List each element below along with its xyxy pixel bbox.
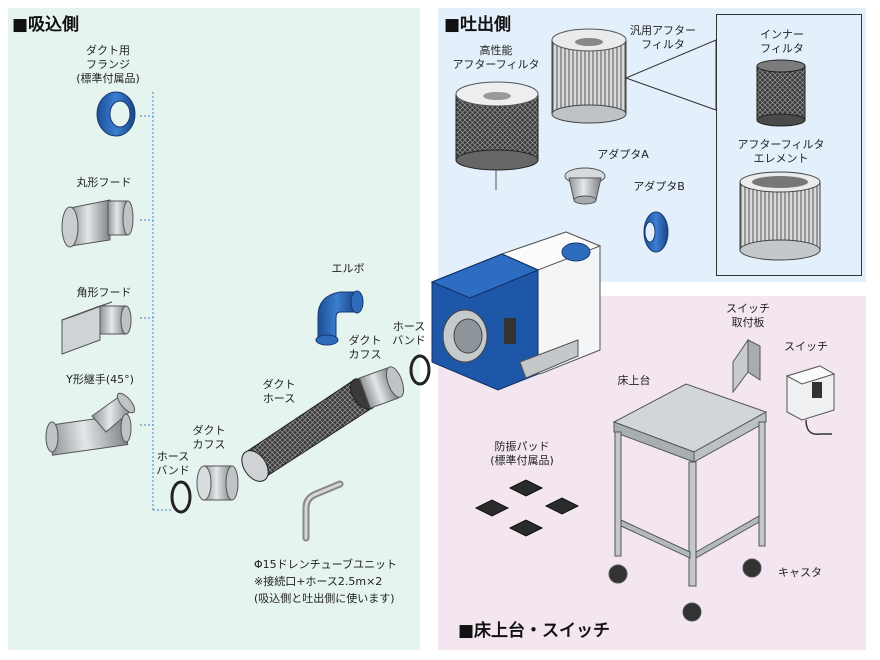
vibration-pads-part — [474, 479, 580, 537]
switch-box-part — [785, 365, 836, 435]
callout-wedge — [624, 39, 717, 111]
elbow-label: エルボ — [331, 262, 365, 275]
duct-cuffs-left-label: ダクト カフス — [192, 424, 226, 451]
high-performance-filter-part — [455, 81, 539, 190]
inner-filter-label: インナー フィルタ — [760, 28, 804, 55]
duct-cuffs-right-label: ダクト カフス — [348, 334, 382, 361]
square-hood-label: 角形フード — [76, 286, 132, 299]
switch-label: スイッチ — [784, 340, 828, 353]
drain-tube-label: Φ15ドレンチューブユニット ※接続口+ホース2.5m×2 (吸込側と吐出側に使… — [254, 558, 397, 605]
switch-plate-part — [732, 338, 761, 394]
exhaust-section-title: ■吐出側 — [444, 15, 512, 35]
hose-band-right-part — [409, 354, 431, 386]
hose-band-left-part — [170, 480, 192, 514]
duct-cuffs-right-part — [358, 366, 405, 409]
general-filter-label: 汎用アフター フィルタ — [630, 24, 696, 51]
y-joint-part — [45, 392, 136, 456]
hose-band-left-label: ホース バンド — [156, 450, 190, 477]
round-hood-label: 丸形フード — [76, 176, 132, 189]
floor-stand-label: 床上台 — [617, 374, 651, 387]
y-joint-label: Y形継手(45°) — [66, 373, 134, 386]
drain-tube-part — [302, 480, 344, 542]
inner-filter-part — [756, 59, 806, 127]
round-hood-part — [61, 199, 134, 248]
adapter-b-label: アダプタB — [633, 180, 685, 193]
stand-section-title: ■床上台・スイッチ — [458, 621, 611, 641]
vibration-pad-label: 防振パッド (標準付属品) — [490, 440, 554, 467]
filter-element-part — [739, 171, 821, 261]
adapter-a-label: アダプタA — [597, 148, 649, 161]
adapter-a-part — [564, 167, 606, 205]
duct-flange-label: ダクト用 フランジ (標準付属品) — [76, 44, 140, 85]
elbow-part — [315, 290, 364, 346]
switch-plate-label: スイッチ 取付板 — [726, 302, 770, 329]
intake-section-title: ■吸込側 — [12, 15, 80, 35]
duct-flange-part — [96, 91, 136, 137]
duct-cuffs-left-part — [196, 465, 239, 501]
general-filter-part — [551, 28, 627, 124]
adapter-b-part — [643, 211, 669, 253]
high-performance-filter-label: 高性能 アフターフィルタ — [452, 44, 540, 71]
square-hood-part — [61, 301, 132, 355]
duct-hose-label: ダクト ホース — [262, 378, 296, 405]
filter-detail-callout — [716, 14, 862, 276]
intake-leader-line — [140, 92, 172, 511]
caster-label: キャスタ — [778, 566, 822, 579]
hose-band-right-label: ホース バンド — [392, 320, 426, 347]
filter-element-label: アフターフィルタ エレメント — [737, 138, 825, 165]
floor-stand-part — [608, 383, 768, 622]
main-unit-part — [430, 231, 602, 391]
